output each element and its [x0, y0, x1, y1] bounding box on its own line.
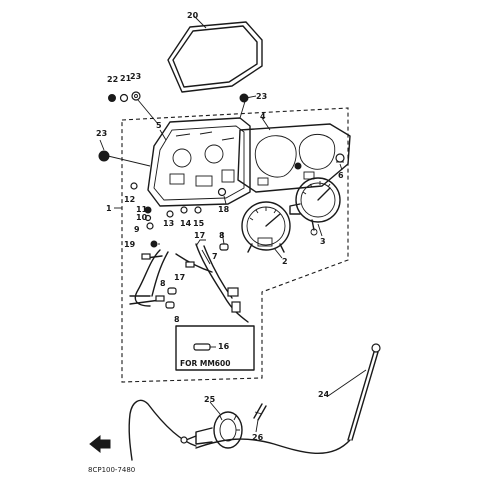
callout-16: 16: [218, 342, 230, 351]
tachometer: [289, 177, 341, 236]
callout-7: 7: [212, 252, 218, 261]
callout-2: 2: [282, 257, 288, 266]
callout-21: 21: [120, 74, 132, 83]
callout-24: 24: [318, 390, 330, 399]
callout-1: 1: [106, 204, 112, 213]
speedometer-gear-unit: [180, 411, 243, 449]
callout-13: 13: [163, 219, 174, 228]
callout-20: 20: [187, 11, 199, 20]
mm600-inset: FOR MM600: [175, 325, 255, 371]
callout-18: 18: [218, 205, 230, 214]
callout-23-top-left: 23: [130, 72, 141, 81]
callout-22: 22: [107, 75, 118, 84]
callout-8-upper: 8: [219, 231, 225, 240]
leader-lines: [99, 15, 367, 433]
callout-12: 12: [124, 195, 135, 204]
callout-5: 5: [156, 121, 162, 130]
callout-11: 11: [136, 205, 148, 214]
callout-6: 6: [338, 171, 344, 180]
callout-9: 9: [134, 225, 140, 234]
callout-17-lower: 17: [174, 273, 185, 282]
callout-23-top-right: 23: [256, 92, 267, 101]
callout-3: 3: [320, 237, 326, 246]
meter-panel: [237, 123, 351, 193]
meter-case: [147, 117, 251, 207]
wire-harness: [129, 239, 249, 323]
callout-15: 15: [193, 219, 205, 228]
gear-bolt: [253, 403, 267, 421]
callout-14: 14: [180, 219, 192, 228]
speedometer: [241, 201, 291, 253]
callout-17-upper: 17: [194, 231, 205, 240]
callout-8-middle: 8: [160, 279, 166, 288]
callout-8-lower: 8: [174, 315, 180, 324]
assembly-boundary: [121, 107, 349, 383]
callout-26: 26: [252, 433, 264, 442]
speedometer-cable: [128, 343, 381, 461]
lens-gasket: [167, 21, 263, 93]
inset-caption: FOR MM600: [180, 359, 230, 368]
bulbs: [165, 243, 229, 309]
callout-19: 19: [124, 240, 136, 249]
callout-4: 4: [260, 112, 266, 121]
diagram-code: 8CP100-7480: [88, 466, 135, 474]
callout-10: 10: [136, 213, 148, 222]
front-arrow-icon: [89, 434, 111, 454]
bulb-socket-right: [335, 153, 345, 163]
callout-25: 25: [204, 395, 216, 404]
bulb-sockets: [130, 182, 227, 248]
callout-23-left: 23: [96, 129, 107, 138]
callout-labels: 20 22 21 23 23 23 5 4 6 12 1 11 10 13 14…: [96, 11, 344, 442]
